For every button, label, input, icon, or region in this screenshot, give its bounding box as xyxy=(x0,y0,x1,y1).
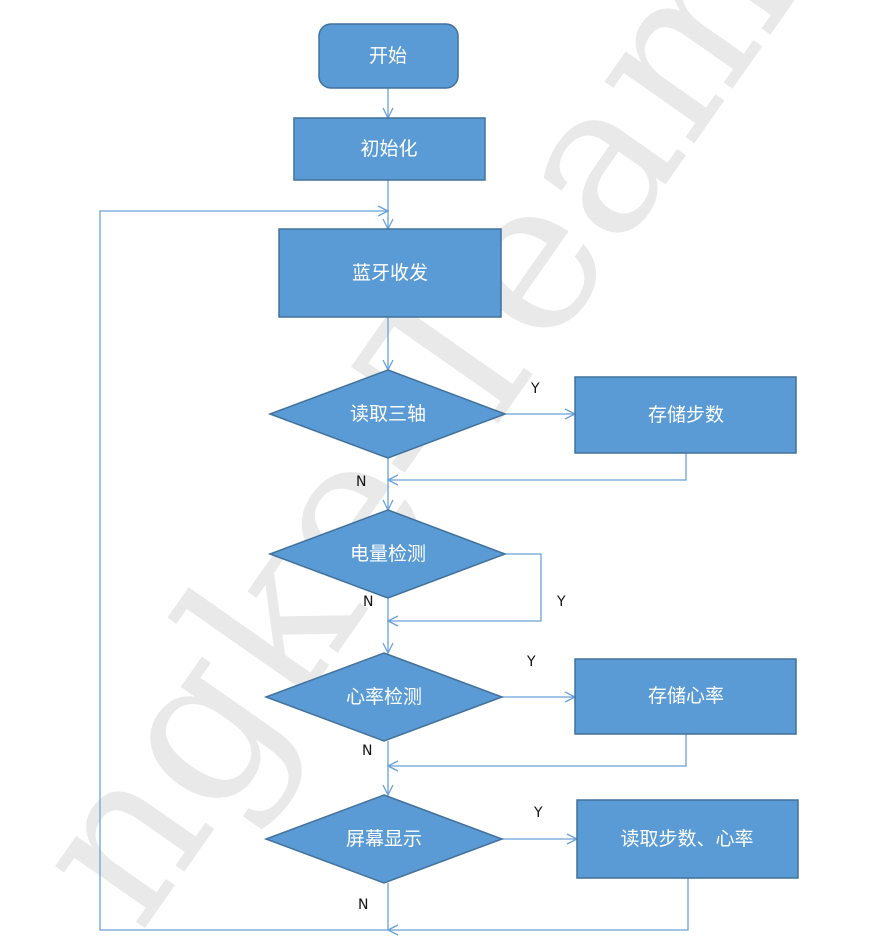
read-axis-label: 读取三轴 xyxy=(350,403,426,425)
battery-label: 电量检测 xyxy=(350,543,426,565)
heart-rate-label: 心率检测 xyxy=(346,686,422,708)
battery-decision xyxy=(267,509,508,599)
edge-store-heart-rate-return xyxy=(388,734,687,766)
store-heart-rate-label: 存储心率 xyxy=(648,685,724,707)
battery-no-label: N xyxy=(363,594,373,610)
node-start: 开始 xyxy=(318,23,459,89)
node-store-heart-rate: 存储心率 xyxy=(574,658,797,735)
edge-battery-yes-loop xyxy=(388,553,542,621)
edge-store-steps-return xyxy=(388,453,687,480)
node-store-steps: 存储步数 xyxy=(574,376,797,454)
edge-read-steps-return xyxy=(388,878,689,930)
init-box xyxy=(293,117,486,181)
read-steps-heart-rate-label: 读取步数、心率 xyxy=(620,828,753,850)
start-terminal xyxy=(318,23,459,89)
display-no-label: N xyxy=(358,897,368,913)
start-label: 开始 xyxy=(369,45,407,67)
read-axis-no-label: N xyxy=(356,474,366,490)
node-read-axis: 读取三轴 xyxy=(267,369,508,459)
read-axis-yes-label: Y xyxy=(530,381,540,397)
bluetooth-box xyxy=(278,228,502,318)
battery-yes-label: Y xyxy=(556,594,566,610)
store-heart-rate-box xyxy=(574,658,797,735)
display-yes-label: Y xyxy=(533,805,543,821)
node-read-steps-heart-rate: 读取步数、心率 xyxy=(576,799,799,879)
display-label: 屏幕显示 xyxy=(346,828,422,850)
node-init: 初始化 xyxy=(293,117,486,181)
store-steps-label: 存储步数 xyxy=(648,404,724,426)
branch-labels: Y N Y N Y N Y N xyxy=(356,381,566,913)
heart-rate-decision xyxy=(263,652,505,742)
heart-rate-yes-label: Y xyxy=(526,654,536,670)
bluetooth-label: 蓝牙收发 xyxy=(352,262,428,284)
read-axis-decision xyxy=(267,369,508,459)
read-steps-heart-rate-box xyxy=(576,799,799,879)
node-display: 屏幕显示 xyxy=(263,794,505,884)
display-decision xyxy=(263,794,505,884)
heart-rate-no-label: N xyxy=(362,743,372,759)
node-bluetooth: 蓝牙收发 xyxy=(278,228,502,318)
node-battery: 电量检测 xyxy=(267,509,508,599)
init-label: 初始化 xyxy=(360,138,417,160)
edges xyxy=(99,88,689,931)
store-steps-box xyxy=(574,376,797,454)
edge-main-loop-back xyxy=(99,211,388,931)
node-heart-rate: 心率检测 xyxy=(263,652,505,742)
